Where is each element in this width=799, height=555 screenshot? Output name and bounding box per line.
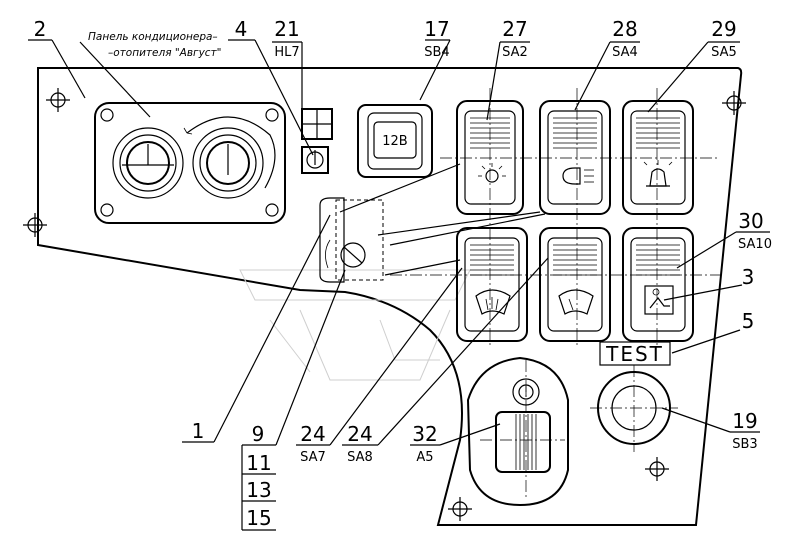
small-switch-4 bbox=[301, 146, 329, 174]
callout-24-sa8-code: SA8 bbox=[347, 450, 373, 465]
rotary-unit-a5 bbox=[466, 356, 569, 507]
callout-1-number: 1 bbox=[192, 419, 205, 443]
wiper-icon bbox=[475, 289, 511, 315]
test-label: TEST bbox=[605, 342, 664, 366]
beacon-icon bbox=[649, 168, 667, 187]
air-conditioner-unit bbox=[94, 102, 286, 224]
callout-27-code: SA2 bbox=[502, 45, 528, 60]
panel-outline bbox=[37, 67, 743, 526]
mounting-holes bbox=[23, 88, 746, 521]
stack-callout-9: 9 bbox=[252, 422, 265, 446]
stack-callout-13: 13 bbox=[246, 478, 271, 502]
callout-29-code: SA5 bbox=[711, 45, 737, 60]
panel-caption-line1: Панель кондиционера– bbox=[88, 31, 218, 43]
callout-24-sa7-number: 24 bbox=[300, 422, 325, 446]
rear-wiper-icon bbox=[558, 289, 594, 315]
callout-19-code: SB3 bbox=[732, 437, 757, 452]
connector-block bbox=[319, 197, 384, 283]
rocker-switch-sa10 bbox=[622, 227, 694, 342]
callout-2-number: 2 bbox=[34, 17, 47, 41]
rocker-switch-sa5 bbox=[622, 100, 694, 215]
rocker-switch-sa4 bbox=[539, 100, 611, 215]
stack-callout-11: 11 bbox=[246, 451, 271, 475]
button-12v-sb4: 12В bbox=[357, 104, 433, 178]
callout-30-code: SA10 bbox=[738, 237, 772, 252]
rocker-switch-sa8 bbox=[539, 227, 611, 342]
callout-24-sa7-code: SA7 bbox=[300, 450, 326, 465]
callout-30-number: 30 bbox=[738, 209, 763, 233]
seat-heat-icon bbox=[644, 285, 674, 315]
panel-caption-line2: –отопителя "Август" bbox=[108, 47, 222, 59]
callout-24-sa8-number: 24 bbox=[347, 422, 372, 446]
leader-lines bbox=[28, 39, 770, 531]
button-12v-label: 12В bbox=[382, 134, 407, 149]
lamp-icon bbox=[485, 169, 499, 183]
callout-labels: 2 4 21 HL7 17 SB4 27 SA2 28 SA4 29 SA5 3… bbox=[34, 17, 772, 530]
callout-19-number: 19 bbox=[732, 409, 757, 433]
test-label-box: TEST bbox=[599, 341, 671, 366]
rocker-switch-sa7 bbox=[456, 227, 528, 342]
callout-28-code: SA4 bbox=[612, 45, 638, 60]
callout-32-code: A5 bbox=[416, 450, 433, 465]
callout-5-number: 5 bbox=[742, 309, 755, 333]
callout-3-number: 3 bbox=[742, 265, 755, 289]
round-button-sb3 bbox=[590, 365, 678, 452]
callout-27-number: 27 bbox=[502, 17, 527, 41]
callout-21-code: HL7 bbox=[274, 45, 299, 60]
callout-32-number: 32 bbox=[412, 422, 437, 446]
callout-28-number: 28 bbox=[612, 17, 637, 41]
indicator-lamp-hl7 bbox=[301, 108, 333, 140]
callout-17-number: 17 bbox=[424, 17, 449, 41]
callout-4-number: 4 bbox=[235, 17, 248, 41]
callout-17-code: SB4 bbox=[424, 45, 449, 60]
stack-callout-15: 15 bbox=[246, 506, 271, 530]
callout-21-number: 21 bbox=[274, 17, 299, 41]
callout-29-number: 29 bbox=[711, 17, 736, 41]
headlight-icon bbox=[562, 167, 581, 185]
